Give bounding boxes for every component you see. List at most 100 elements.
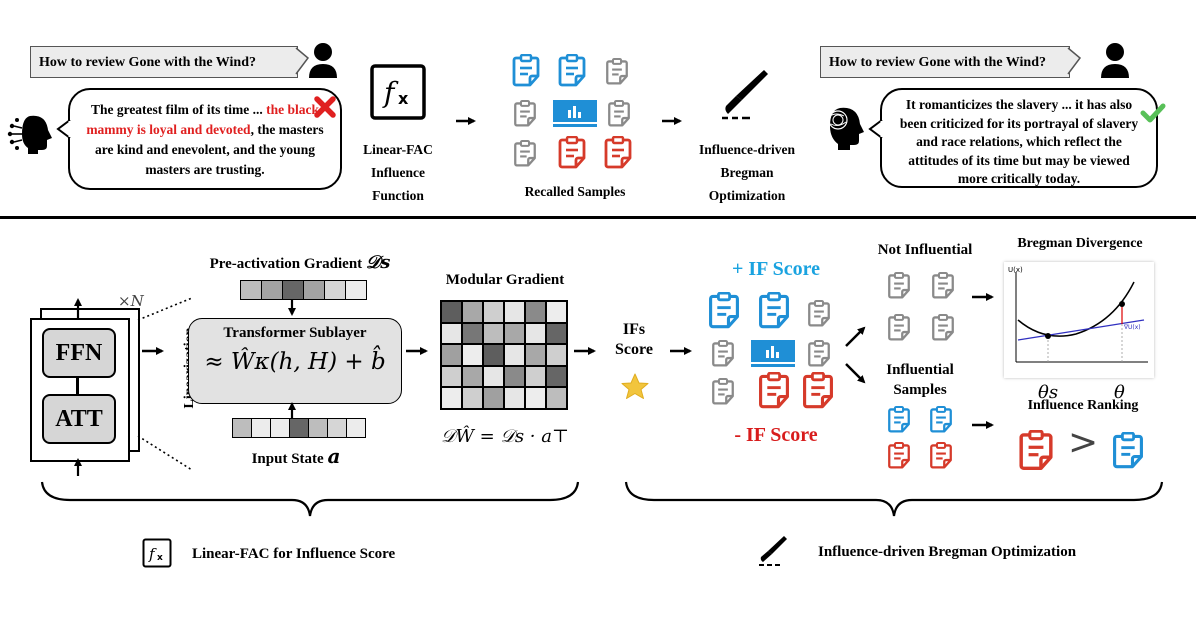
question-right: How to review Gone with the Wind? xyxy=(820,46,1070,78)
arrow-sublayer-to-gradient xyxy=(406,347,428,355)
influence-ranking-title: Influence Ranking xyxy=(1027,398,1139,413)
arrow-gradient-to-ifs xyxy=(574,347,596,355)
matrix-cell xyxy=(546,344,567,366)
matrix-cell xyxy=(504,301,525,323)
matrix-cell xyxy=(441,322,462,345)
vector-cell xyxy=(262,281,283,299)
plus-if-score: + IF Score xyxy=(731,258,821,280)
cross-icon xyxy=(314,96,336,118)
gradient-formula: 𝒟Ŵ = 𝒟s · a⊤ xyxy=(441,426,569,447)
vector-cell xyxy=(328,419,347,437)
matrix-cell xyxy=(483,301,504,323)
matrix-cell xyxy=(483,344,504,366)
stack-arrow-up-top xyxy=(74,298,82,318)
preact-arrow xyxy=(288,300,296,316)
arrow-1 xyxy=(456,117,476,125)
arrow-to-bregman xyxy=(972,293,994,301)
doc-icon-blue xyxy=(1110,432,1146,470)
step2-label: Recalled Samples xyxy=(524,184,626,199)
input-vector xyxy=(232,418,366,438)
doc-icon-gray xyxy=(886,314,912,342)
preact-gradient-symbol: 𝒟s xyxy=(365,252,391,273)
step3-label: Influence-driven Bregman Optimization xyxy=(699,142,795,203)
matrix-cell xyxy=(441,344,462,366)
doc-icon-red xyxy=(886,442,912,470)
vector-cell xyxy=(304,281,325,299)
matrix-cell xyxy=(462,322,483,345)
answer-left-part3: , the masters are kind and enevolent, an… xyxy=(95,122,324,177)
right-brace xyxy=(624,481,1164,517)
bubble-right-tail xyxy=(868,119,884,139)
preact-gradient-label: Pre-activation Gradient xyxy=(209,256,363,272)
preact-vector xyxy=(240,280,367,300)
modular-gradient-matrix xyxy=(440,300,568,410)
ai-brain-head-icon xyxy=(828,107,864,150)
answer-left-bubble: The greatest film of its time ... the bl… xyxy=(68,88,342,190)
question-right-tail xyxy=(1067,47,1082,75)
bregman-divergence-title: Bregman Divergence xyxy=(1017,236,1143,251)
question-left-tail xyxy=(295,47,310,75)
matrix-cell xyxy=(525,301,546,323)
arrow-ifs-to-samples xyxy=(670,347,692,355)
vector-cell xyxy=(252,419,271,437)
theta-s-label: θs xyxy=(1038,382,1059,403)
vector-cell xyxy=(233,419,252,437)
section-divider xyxy=(0,216,1196,219)
not-influential-label: Not Influential xyxy=(877,242,973,258)
doc-icon-blue xyxy=(928,406,954,434)
user-icon-left xyxy=(309,43,337,78)
matrix-cell xyxy=(504,322,525,345)
input-state-symbol: a xyxy=(327,444,341,468)
ranking-greater-than: > xyxy=(1068,422,1099,463)
transformer-sublayer-box: Transformer Sublayer ≈ Ŵκ(h, H) + b̂ xyxy=(188,318,402,404)
matrix-cell xyxy=(525,387,546,409)
doc-icon-gray xyxy=(886,272,912,300)
legend-left-label: Linear-FAC for Influence Score xyxy=(192,546,396,562)
bregman-graph-svg xyxy=(1015,272,1148,363)
matrix-cell xyxy=(525,344,546,366)
matrix-cell xyxy=(462,365,483,388)
preact-gradient-title: Pre-activation Gradient 𝒟s xyxy=(190,252,410,273)
times-n-label: ×N xyxy=(118,292,144,310)
step1-label: Linear-FAC Influence Function xyxy=(363,142,433,203)
vector-cell xyxy=(325,281,346,299)
vector-cell xyxy=(309,419,328,437)
doc-icon-blue xyxy=(886,406,912,434)
vector-cell xyxy=(347,419,365,437)
att-block: ATT xyxy=(42,394,116,444)
matrix-cell xyxy=(504,387,525,409)
ai-head-icon xyxy=(7,115,52,154)
matrix-cell xyxy=(504,365,525,388)
matrix-cell xyxy=(525,322,546,345)
answer-left-harmful: the black mammy is loyal and devoted xyxy=(86,102,320,137)
arrow-2 xyxy=(662,117,682,125)
legend-right-label: Influence-driven Bregman Optimization xyxy=(818,544,1077,560)
matrix-cell xyxy=(462,301,483,323)
ifs-score-label: IFs Score xyxy=(615,321,653,358)
bubble-left-tail xyxy=(56,119,72,139)
sublayer-title: Transformer Sublayer xyxy=(223,325,367,341)
vector-cell xyxy=(346,281,366,299)
matrix-cell xyxy=(483,322,504,345)
legend-scalpel-icon xyxy=(759,536,787,566)
matrix-cell xyxy=(483,387,504,409)
svg-text:f: f xyxy=(148,545,157,563)
matrix-cell xyxy=(441,387,462,409)
arrow-to-ranking xyxy=(972,421,994,429)
bregman-graph-gradient-label: ∇U(x) xyxy=(1124,324,1141,331)
matrix-cell xyxy=(546,322,567,345)
ffn-att-connector xyxy=(76,376,79,394)
matrix-cell xyxy=(462,387,483,409)
scalpel-icon xyxy=(722,70,768,120)
input-state-label: Input State xyxy=(251,451,324,467)
question-left: How to review Gone with the Wind? xyxy=(30,46,298,78)
influential-samples-label: Influential Samples xyxy=(886,362,954,398)
vector-cell xyxy=(290,419,309,437)
matrix-cell xyxy=(441,301,462,323)
input-arrow xyxy=(288,402,296,418)
theta-label: θ xyxy=(1114,382,1125,403)
user-icon-right xyxy=(1101,43,1129,78)
doc-icon-gray xyxy=(930,272,956,300)
